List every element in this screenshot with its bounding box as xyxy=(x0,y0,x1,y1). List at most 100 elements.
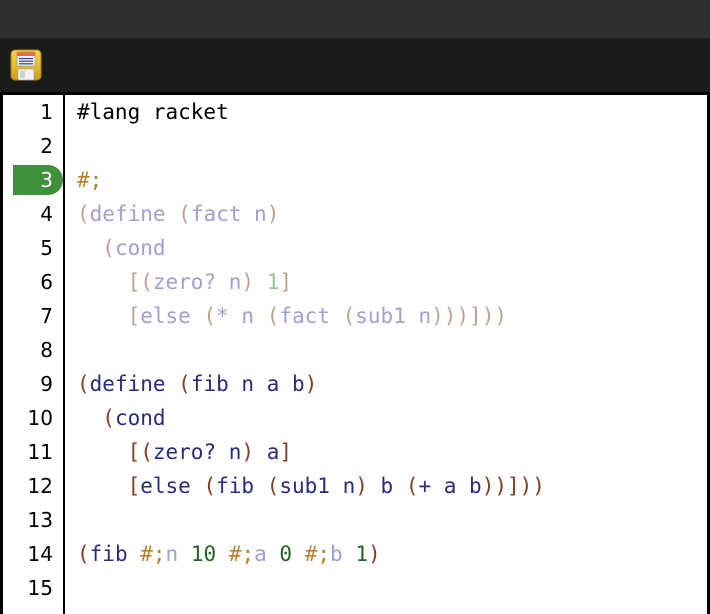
code-token xyxy=(166,202,179,226)
code-token: ) xyxy=(266,202,280,226)
code-token: define xyxy=(89,372,166,396)
code-token: )))])) xyxy=(431,304,507,328)
code-token: ) xyxy=(304,372,318,396)
code-line[interactable]: (cond xyxy=(65,401,707,435)
code-token: #; xyxy=(140,542,166,566)
code-token xyxy=(267,542,280,566)
code-line[interactable]: [else (fib (sub1 n) b (+ a b))])) xyxy=(65,469,707,503)
line-number[interactable]: 6 xyxy=(3,265,63,299)
code-token: sub1 n xyxy=(279,474,356,498)
line-number-label: 8 xyxy=(40,338,53,362)
code-token: b xyxy=(367,474,406,498)
code-token: ( xyxy=(405,474,419,498)
code-token xyxy=(77,236,102,260)
floppy-disk-icon xyxy=(9,48,43,82)
code-token: ] xyxy=(279,270,293,294)
code-token xyxy=(77,406,102,430)
code-line[interactable] xyxy=(65,333,707,367)
code-line[interactable]: (fib #;n 10 #;a 0 #;b 1) xyxy=(65,537,707,571)
code-line[interactable] xyxy=(65,571,707,605)
code-token: ) xyxy=(355,474,368,498)
code-token: [ xyxy=(127,474,141,498)
code-token: zero? n xyxy=(152,270,242,294)
code-token: cond xyxy=(114,236,166,260)
code-token xyxy=(191,304,204,328)
code-token: ) xyxy=(241,440,255,464)
line-number[interactable]: 3 xyxy=(3,163,63,197)
line-number-label: 5 xyxy=(40,236,53,260)
line-number[interactable]: 8 xyxy=(3,333,63,367)
code-line[interactable] xyxy=(65,129,707,163)
code-token: fib xyxy=(89,542,128,566)
code-token: fib xyxy=(216,474,255,498)
code-token xyxy=(343,542,356,566)
code-line[interactable]: [else (* n (fact (sub1 n)))])) xyxy=(65,299,707,333)
line-number[interactable]: 9 xyxy=(3,367,63,401)
line-number[interactable]: 4 xyxy=(3,197,63,231)
code-token: + a b xyxy=(418,474,482,498)
line-number[interactable]: 2 xyxy=(3,129,63,163)
code-token: [( xyxy=(127,270,153,294)
code-token: 10 xyxy=(190,542,217,566)
line-number-label: 4 xyxy=(40,202,53,226)
code-token: ( xyxy=(342,304,356,328)
line-number-label: 7 xyxy=(40,304,53,328)
code-token: ( xyxy=(203,304,217,328)
line-number[interactable]: 7 xyxy=(3,299,63,333)
code-token: 1 xyxy=(266,270,280,294)
code-token xyxy=(77,304,128,328)
code-token: ( xyxy=(178,372,191,396)
code-token: define xyxy=(89,202,166,226)
code-token: a xyxy=(254,542,267,566)
title-bar xyxy=(0,0,710,38)
code-line[interactable]: (define (fact n) xyxy=(65,197,707,231)
code-line[interactable]: (cond xyxy=(65,231,707,265)
code-token: ] xyxy=(279,440,292,464)
line-number-label: 15 xyxy=(27,576,53,600)
line-number[interactable]: 10 xyxy=(3,401,63,435)
code-token: * n xyxy=(216,304,255,328)
code-token xyxy=(254,270,267,294)
code-line[interactable]: [(zero? n) 1] xyxy=(65,265,707,299)
code-token: zero? n xyxy=(152,440,242,464)
line-number[interactable]: 13 xyxy=(3,503,63,537)
save-button[interactable] xyxy=(6,45,46,85)
code-line[interactable]: #; xyxy=(65,163,707,197)
code-line[interactable]: (define (fib n a b) xyxy=(65,367,707,401)
code-token xyxy=(178,542,191,566)
code-token xyxy=(254,304,267,328)
code-token: #; xyxy=(228,542,255,566)
code-token: #; xyxy=(77,168,103,192)
line-number[interactable]: 11 xyxy=(3,435,63,469)
code-token: else xyxy=(140,474,191,498)
code-token: ( xyxy=(77,202,90,226)
code-token: ( xyxy=(203,474,217,498)
line-number-label: 9 xyxy=(40,372,53,396)
code-token xyxy=(216,542,229,566)
code-token: ))])) xyxy=(481,474,545,498)
code-token: a xyxy=(254,440,280,464)
code-token: fib n a b xyxy=(190,372,305,396)
line-number[interactable]: 12 xyxy=(3,469,63,503)
line-number[interactable]: 1 xyxy=(3,95,63,129)
code-token: ( xyxy=(266,304,280,328)
code-token xyxy=(128,542,141,566)
line-number[interactable]: 5 xyxy=(3,231,63,265)
code-token: else xyxy=(140,304,191,328)
code-line[interactable]: [(zero? n) a] xyxy=(65,435,707,469)
code-token: #lang racket xyxy=(77,100,229,124)
line-number[interactable]: 14 xyxy=(3,537,63,571)
code-token: [( xyxy=(127,440,153,464)
line-number-label: 14 xyxy=(27,542,53,566)
line-number[interactable]: 15 xyxy=(3,571,63,605)
code-line[interactable] xyxy=(65,503,707,537)
code-token: ) xyxy=(241,270,255,294)
code-token: ( xyxy=(266,474,280,498)
line-number-label: 10 xyxy=(27,406,53,430)
code-line[interactable]: #lang racket xyxy=(65,95,707,129)
code-area[interactable]: #lang racket #;(define (fact n) (cond [(… xyxy=(65,95,707,614)
code-token xyxy=(292,542,305,566)
code-token: fact xyxy=(279,304,330,328)
